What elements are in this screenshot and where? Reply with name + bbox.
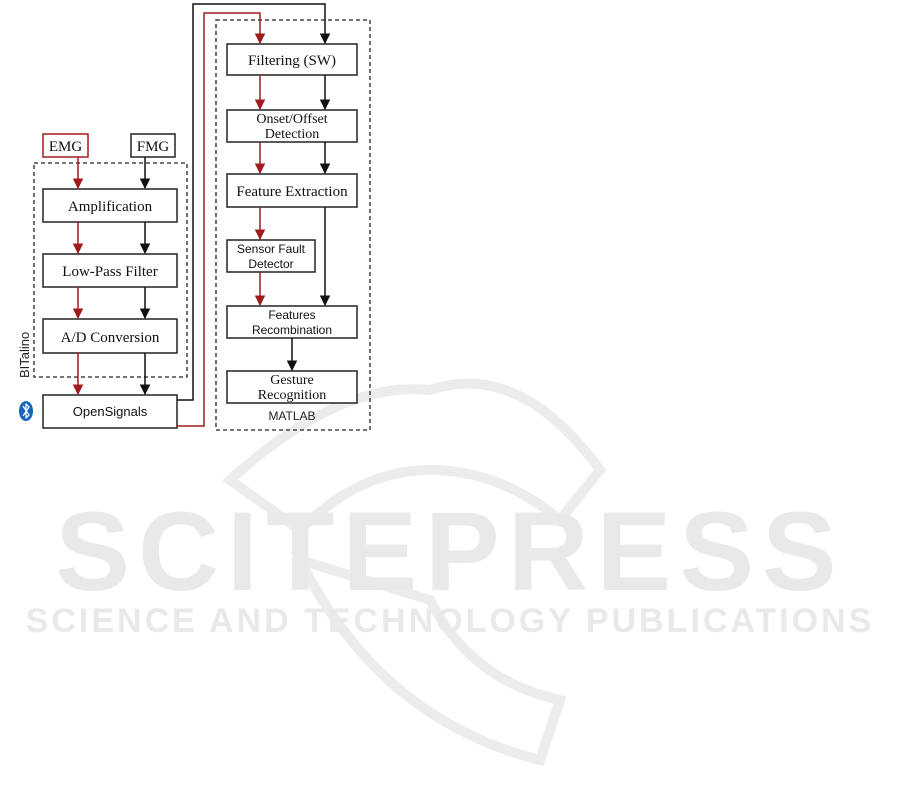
features-recombination-label-line1: Features	[268, 308, 315, 322]
filtering-label: Filtering (SW)	[248, 53, 336, 69]
onset-offset-label-line2: Detection	[265, 127, 319, 142]
sensor-fault-label-line1: Sensor Fault	[237, 242, 306, 256]
onset-offset-label-line1: Onset/Offset	[256, 112, 327, 127]
matlab-container	[216, 20, 370, 430]
bluetooth-icon	[19, 401, 33, 421]
watermark-brand: SCITEPRESS	[55, 489, 845, 614]
gesture-recognition-label-line2: Recognition	[258, 388, 326, 403]
bitalino-label: BITalino	[17, 332, 32, 378]
watermark-tagline: SCIENCE AND TECHNOLOGY PUBLICATIONS	[26, 602, 875, 640]
emg-input-label: EMG	[49, 139, 83, 155]
fmg-input-label: FMG	[137, 139, 170, 155]
opensignals-label: OpenSignals	[73, 404, 148, 419]
low-pass-filter-label: Low-Pass Filter	[62, 264, 157, 280]
matlab-label: MATLAB	[268, 409, 315, 423]
ad-conversion-label: A/D Conversion	[61, 330, 160, 346]
sensor-fault-label-line2: Detector	[248, 257, 293, 271]
gesture-recognition-label-line1: Gesture	[270, 373, 314, 388]
features-recombination-label-line2: Recombination	[252, 323, 332, 337]
amplification-label: Amplification	[68, 199, 153, 215]
feature-extraction-label: Feature Extraction	[236, 184, 348, 200]
watermark: SCITEPRESS SCIENCE AND TECHNOLOGY PUBLIC…	[26, 384, 875, 760]
